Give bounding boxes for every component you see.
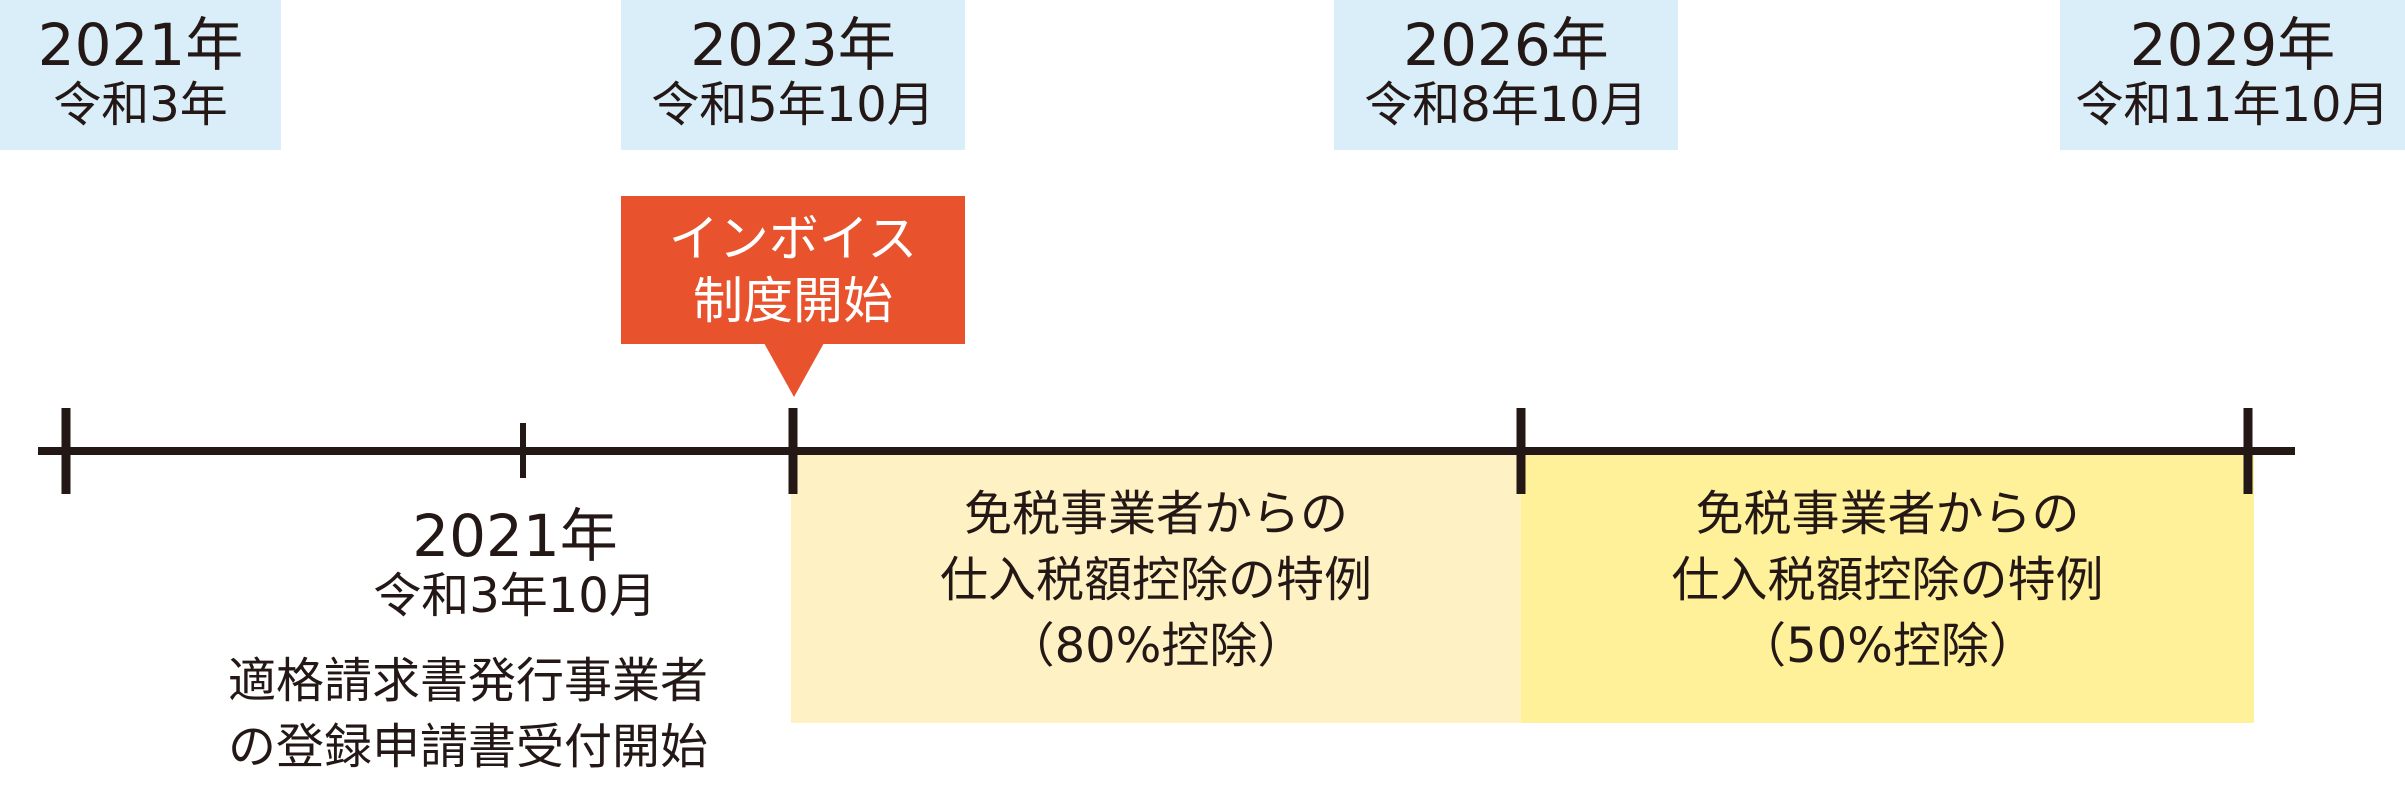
start-desc-line-1: 適格請求書発行事業者 [228, 653, 709, 709]
period-line-2: 仕入税額控除の特例 [1671, 552, 2104, 608]
era-label: 令和5年10月 [651, 77, 935, 133]
callout-pointer [764, 343, 824, 397]
year-box-2023: 2023年 令和5年10月 [621, 0, 965, 150]
start-event-year: 2021年 [412, 502, 618, 570]
year-label: 2023年 [690, 11, 896, 79]
period-line-3: （80%控除） [1006, 618, 1306, 674]
start-event-description: 適格請求書発行事業者 の登録申請書受付開始 [228, 648, 808, 780]
year-label: 2026年 [1403, 11, 1609, 79]
period-line-3: （50%控除） [1738, 618, 2037, 674]
period-line-1: 免税事業者からの [1695, 486, 2080, 542]
period-line-2: 仕入税額控除の特例 [939, 552, 1372, 608]
start-event-era: 令和3年10月 [373, 568, 657, 624]
period-line-1: 免税事業者からの [963, 486, 1348, 542]
era-label: 令和8年10月 [1364, 77, 1648, 133]
start-event-date: 2021年 令和3年10月 [330, 505, 700, 625]
callout-line-1: インボイス [668, 210, 918, 268]
year-box-2029: 2029年 令和11年10月 [2060, 0, 2405, 150]
year-box-2026: 2026年 令和8年10月 [1334, 0, 1678, 150]
year-box-2021: 2021年 令和3年 [0, 0, 281, 150]
year-label: 2029年 [2129, 11, 2336, 79]
start-desc-line-2: の登録申請書受付開始 [228, 719, 709, 775]
invoice-start-callout: インボイス 制度開始 [621, 196, 965, 344]
period-band-80: 免税事業者からの 仕入税額控除の特例 （80%控除） [791, 451, 1521, 723]
year-label: 2021年 [37, 11, 244, 79]
callout-line-2: 制度開始 [693, 272, 893, 330]
era-label: 令和3年 [53, 77, 228, 133]
period-band-50: 免税事業者からの 仕入税額控除の特例 （50%控除） [1521, 451, 2254, 723]
era-label: 令和11年10月 [2075, 77, 2390, 133]
